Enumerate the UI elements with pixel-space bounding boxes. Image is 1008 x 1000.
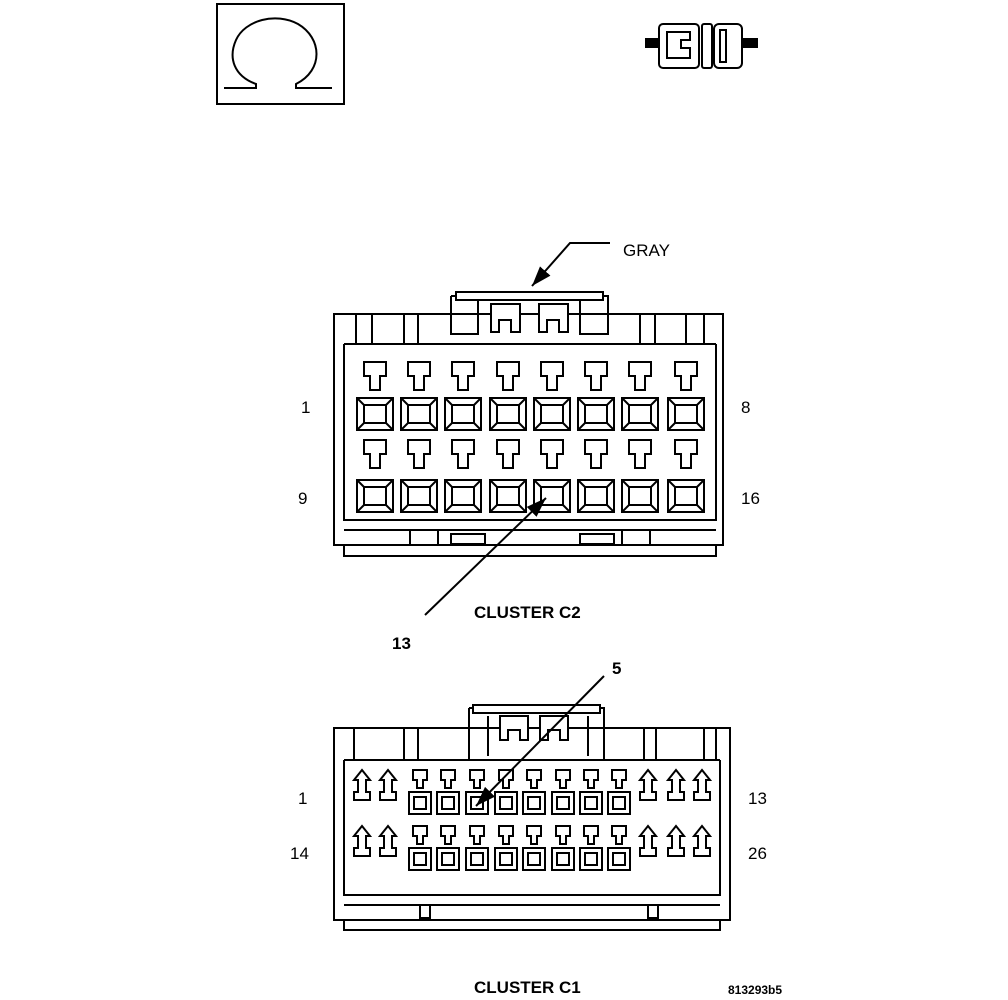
c2-color-label: GRAY [623, 241, 670, 260]
c1-cavity [377, 824, 399, 857]
c2-title: CLUSTER C2 [474, 603, 581, 622]
c1-cavity [691, 768, 713, 801]
c2-cavity [667, 361, 705, 431]
c1-cavity [377, 768, 399, 801]
c1-cavity [522, 769, 546, 815]
c2-callout-label: 13 [392, 634, 411, 653]
c1-cavity [408, 769, 432, 815]
c2-cavity [356, 361, 394, 431]
c2-cavity [667, 439, 705, 513]
c1-cavity [607, 769, 631, 815]
c2-cavity-grid [356, 361, 705, 513]
c2-connector-body [333, 291, 724, 557]
c1-connector-body [333, 704, 731, 931]
c1-pin-14-label: 14 [290, 844, 309, 863]
c1-cavity-grid [351, 768, 713, 871]
c1-cavity [579, 825, 603, 871]
c1-cavity [637, 824, 659, 857]
c1-cavity [551, 769, 575, 815]
c2-cavity [400, 439, 438, 513]
c2-cavity [621, 361, 659, 431]
c2-pin-callout-leader [424, 497, 547, 616]
c1-cavity [351, 824, 373, 857]
c1-pin-13-label: 13 [748, 789, 767, 808]
c2-cavity [577, 361, 615, 431]
c1-cavity [465, 769, 489, 815]
c2-cavity [533, 439, 571, 513]
c2-cavity [621, 439, 659, 513]
c2-color-leader [531, 242, 610, 287]
c1-cavity [691, 824, 713, 857]
c2-cavity [577, 439, 615, 513]
c2-pin-8-label: 8 [741, 398, 750, 417]
c2-cavity [444, 439, 482, 513]
c1-cavity [494, 825, 518, 871]
c1-callout-label: 5 [612, 659, 621, 678]
c1-pin-1-label: 1 [298, 789, 307, 808]
c1-cavity [522, 825, 546, 871]
c1-cavity [351, 768, 373, 801]
c1-cavity [408, 825, 432, 871]
c1-cavity [665, 824, 687, 857]
c1-cavity [665, 768, 687, 801]
connector-icon [645, 23, 758, 69]
c1-title: CLUSTER C1 [474, 978, 581, 997]
c2-pin-16-label: 16 [741, 489, 760, 508]
c1-cavity [579, 769, 603, 815]
c2-pin-1-label: 1 [301, 398, 310, 417]
c1-cavity [551, 825, 575, 871]
c2-cavity [400, 361, 438, 431]
c2-cavity [489, 361, 527, 431]
c2-cavity [444, 361, 482, 431]
c2-cavity [533, 361, 571, 431]
ohmmeter-icon [216, 3, 345, 105]
c2-pin-9-label: 9 [298, 489, 307, 508]
c1-cavity [436, 769, 460, 815]
c1-pin-callout-leader [475, 675, 605, 807]
c1-cavity [637, 768, 659, 801]
c2-cavity [489, 439, 527, 513]
figure-id: 813293b5 [728, 983, 782, 997]
c1-cavity [607, 825, 631, 871]
c1-cavity [465, 825, 489, 871]
c2-cavity [356, 439, 394, 513]
c1-cavity [436, 825, 460, 871]
c1-pin-26-label: 26 [748, 844, 767, 863]
